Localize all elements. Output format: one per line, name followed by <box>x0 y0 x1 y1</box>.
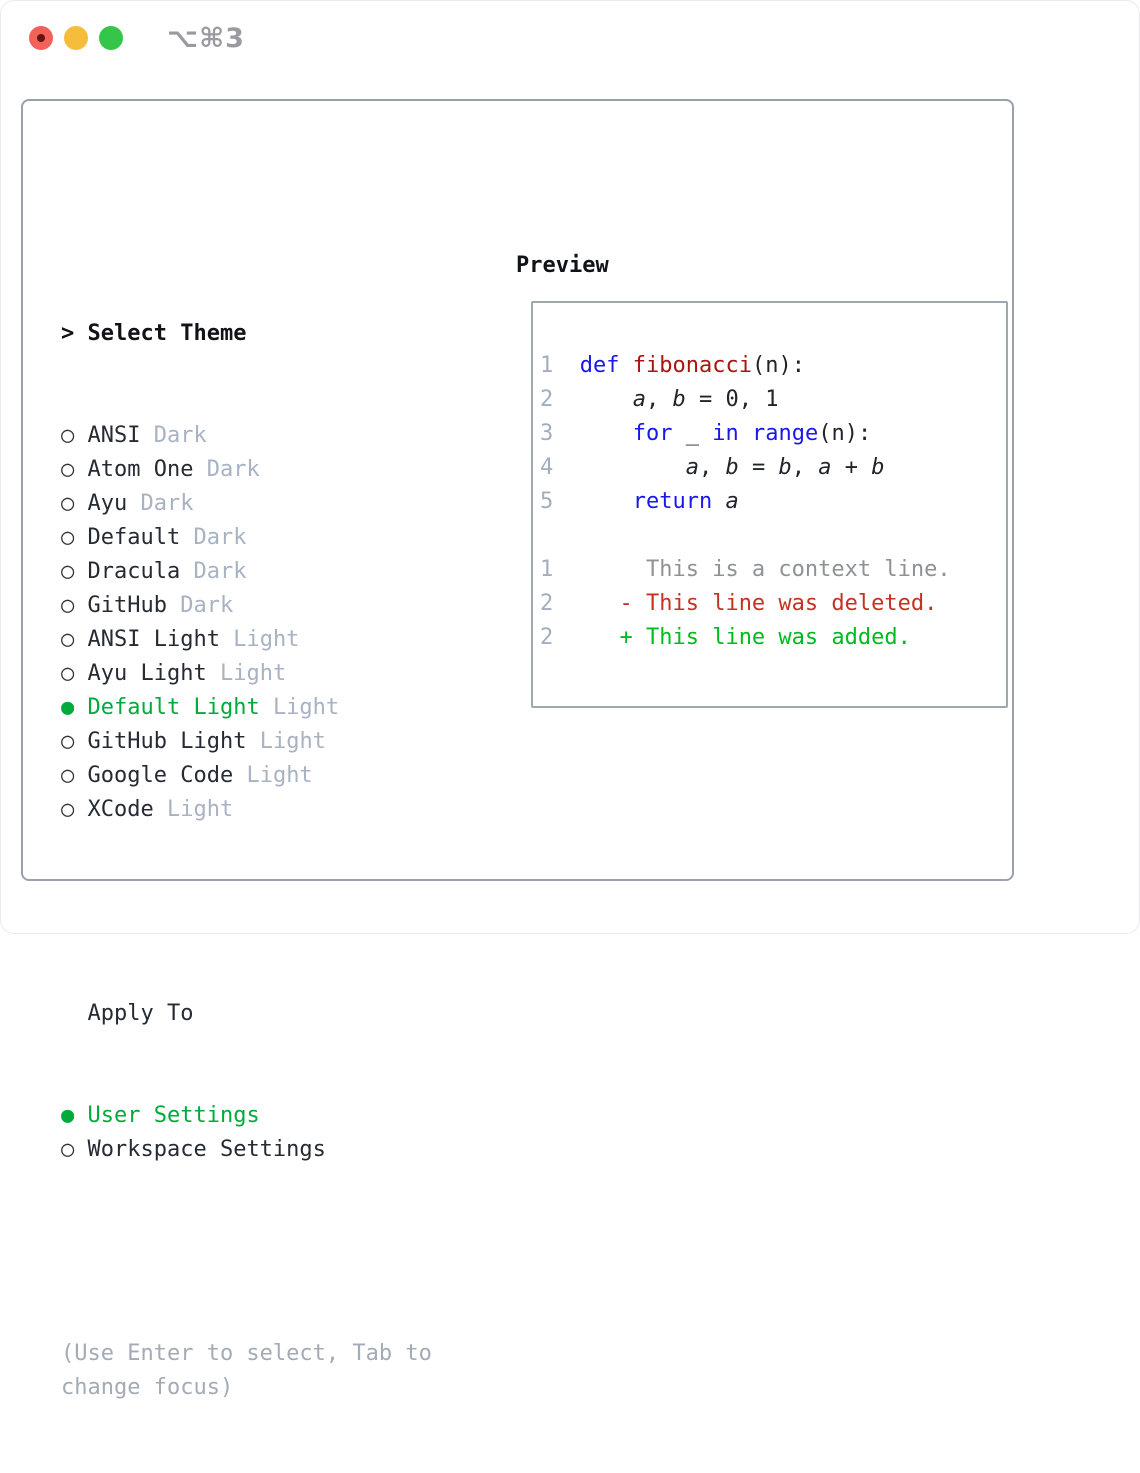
theme-selector-panel: > Select Theme ○ ANSI Dark○ Atom One Dar… <box>21 99 1014 1400</box>
code-line: 3 for _ in range(n): <box>540 421 872 446</box>
theme-option-ayu[interactable]: ○ Ayu Dark <box>61 487 481 521</box>
theme-option-ansi[interactable]: ○ ANSI Dark <box>61 419 481 453</box>
preview-title: Preview <box>516 253 609 278</box>
help-text: (Use Enter to select, Tab to change focu… <box>61 1341 432 1400</box>
close-button[interactable] <box>29 26 53 50</box>
radio-selected-icon: ● <box>61 695 75 720</box>
code-line: 2 a, b = 0, 1 <box>540 387 779 412</box>
radio-selected-icon: ● <box>61 1103 75 1128</box>
apply-option-user-settings[interactable]: ● User Settings <box>61 1099 481 1133</box>
theme-name: Ayu <box>87 491 128 516</box>
apply-to-header: Apply To <box>61 997 481 1031</box>
theme-option-atom-one[interactable]: ○ Atom One Dark <box>61 453 481 487</box>
theme-variant: Dark <box>193 559 247 584</box>
theme-variant: Light <box>233 627 300 652</box>
radio-icon: ○ <box>61 559 75 584</box>
apply-option-label: Workspace Settings <box>87 1137 326 1162</box>
radio-icon: ○ <box>61 423 75 448</box>
app-window: ⌥⌘3 > Select Theme ○ ANSI Dark○ Atom One… <box>0 0 1140 1400</box>
code-line: 5 return a <box>540 489 739 514</box>
theme-name: Google Code <box>87 763 234 788</box>
radio-icon: ○ <box>61 457 75 482</box>
theme-name: Default <box>87 525 181 550</box>
theme-name: Atom One <box>87 457 194 482</box>
theme-option-xcode[interactable]: ○ XCode Light <box>61 793 481 827</box>
theme-name: XCode <box>87 797 154 822</box>
theme-variant: Dark <box>193 525 247 550</box>
spacer <box>61 895 481 929</box>
theme-variant: Light <box>166 797 234 822</box>
radio-icon: ○ <box>61 763 75 788</box>
theme-variant: Dark <box>180 593 234 618</box>
cursor-icon: > <box>61 321 75 346</box>
theme-option-default-light[interactable]: ● Default Light Light <box>61 691 481 725</box>
theme-variant: Light <box>219 661 287 686</box>
theme-option-github-light[interactable]: ○ GitHub Light Light <box>61 725 481 759</box>
theme-name: ANSI <box>87 423 141 448</box>
theme-variant: Dark <box>140 491 194 516</box>
left-column: > Select Theme ○ ANSI Dark○ Atom One Dar… <box>61 249 481 1473</box>
titlebar: ⌥⌘3 <box>1 1 1139 75</box>
spacer <box>61 1235 481 1269</box>
zoom-button[interactable] <box>99 26 123 50</box>
theme-variant: Dark <box>153 423 207 448</box>
preview-box: 1 def fibonacci(n): 2 a, b = 0, 1 3 for _ … <box>531 301 1008 708</box>
theme-option-github[interactable]: ○ GitHub Dark <box>61 589 481 623</box>
theme-variant: Light <box>259 729 326 754</box>
apply-option-workspace-settings[interactable]: ○ Workspace Settings <box>61 1133 481 1167</box>
code-line: 1 This is a context line. <box>540 557 951 582</box>
theme-option-dracula[interactable]: ○ Dracula Dark <box>61 555 481 589</box>
apply-options: ● User Settings○ Workspace Settings <box>61 1099 481 1167</box>
theme-name: Dracula <box>87 559 181 584</box>
theme-list: ○ ANSI Dark○ Atom One Dark○ Ayu Dark○ De… <box>61 419 481 827</box>
radio-icon: ○ <box>61 1137 75 1162</box>
window-shortcut-label: ⌥⌘3 <box>167 23 245 54</box>
code-line: 1 def fibonacci(n): <box>540 353 805 378</box>
code-line: 2 - This line was deleted. <box>540 591 938 616</box>
theme-name: Ayu Light <box>87 661 207 686</box>
theme-option-ayu-light[interactable]: ○ Ayu Light Light <box>61 657 481 691</box>
radio-icon: ○ <box>61 729 75 754</box>
apply-option-label: User Settings <box>87 1103 260 1128</box>
radio-icon: ○ <box>61 525 75 550</box>
apply-to-title: Apply To <box>87 1001 194 1026</box>
theme-name: GitHub <box>87 593 167 618</box>
theme-name: ANSI Light <box>87 627 220 652</box>
theme-option-google-code[interactable]: ○ Google Code Light <box>61 759 481 793</box>
theme-list-header: > Select Theme <box>61 317 481 351</box>
code-line: 4 a, b = b, a + b <box>540 455 885 480</box>
radio-icon: ○ <box>61 661 75 686</box>
theme-name: Default Light <box>87 695 260 720</box>
preview-code: 1 def fibonacci(n): 2 a, b = 0, 1 3 for _ … <box>540 349 951 655</box>
theme-variant: Light <box>246 763 313 788</box>
radio-icon: ○ <box>61 797 75 822</box>
radio-icon: ○ <box>61 593 75 618</box>
theme-list-title: Select Theme <box>87 321 247 346</box>
theme-option-ansi-light[interactable]: ○ ANSI Light Light <box>61 623 481 657</box>
radio-icon: ○ <box>61 627 75 652</box>
theme-option-default[interactable]: ○ Default Dark <box>61 521 481 555</box>
code-line <box>540 519 951 553</box>
code-line: 2 + This line was added. <box>540 625 911 650</box>
minimize-button[interactable] <box>64 26 88 50</box>
theme-variant: Light <box>272 695 340 720</box>
theme-variant: Dark <box>206 457 260 482</box>
theme-name: GitHub Light <box>87 729 247 754</box>
radio-icon: ○ <box>61 491 75 516</box>
